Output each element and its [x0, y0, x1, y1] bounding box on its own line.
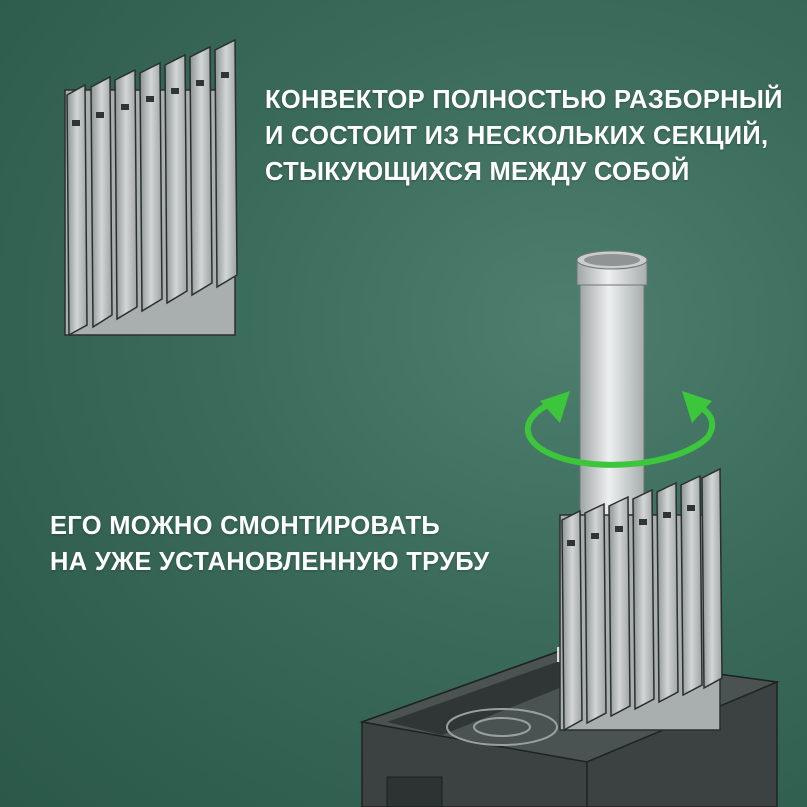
convector-mounted-icon: [559, 467, 723, 732]
bottom-caption-line-2: НА УЖЕ УСТАНОВЛЕННУЮ ТРУБУ: [50, 548, 490, 576]
rotation-arrow-icon: [524, 391, 716, 468]
bottom-caption-line-1: ЕГО МОЖНО СМОНТИРОВАТЬ: [50, 512, 440, 540]
bottom-caption: ЕГО МОЖНО СМОНТИРОВАТЬ НА УЖЕ УСТАНОВЛЕН…: [50, 508, 489, 580]
top-caption-line-1: КОНВЕКТОР ПОЛНОСТЬЮ РАЗБОРНЫЙ: [265, 86, 783, 114]
top-caption-line-2: И СОСТОИТ ИЗ НЕСКОЛЬКИХ СЕКЦИЙ,: [265, 122, 769, 150]
top-caption: КОНВЕКТОР ПОЛНОСТЬЮ РАЗБОРНЫЙ И СОСТОИТ …: [265, 82, 783, 190]
convector-panel-icon: [64, 38, 238, 337]
top-caption-line-3: СТЫКУЮЩИХСЯ МЕЖДУ СОБОЙ: [265, 158, 690, 186]
chimney-pipe-icon: [576, 250, 648, 542]
